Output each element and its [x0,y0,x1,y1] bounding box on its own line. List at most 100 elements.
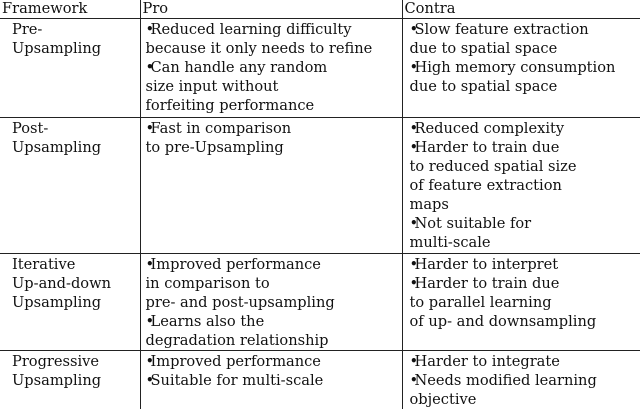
pro-text: forfeiting performance [146,97,315,114]
pro-bullet-line: •Can handle any random [141,58,402,77]
header-framework: Framework [0,0,140,19]
pro-continuation-line: pre- and post-upsampling [141,293,402,312]
contra-continuation-line: to reduced spatial size [403,157,640,176]
framework-name-line: Upsampling [0,138,140,157]
pro-bullet-line: •Fast in comparison [141,119,402,138]
contra-bullet-line: •High memory consumption [403,58,640,77]
framework-cell: Post-Upsampling [0,118,140,254]
contra-text: Harder to interpret [415,256,559,273]
contra-cell: •Harder to integrate•Needs modified lear… [402,351,640,409]
contra-continuation-line: due to spatial space [403,39,640,58]
contra-bullet-line: •Needs modified learning [403,371,640,390]
framework-name-line: Upsampling [0,293,140,312]
pro-text: pre- and post-upsampling [146,294,335,311]
contra-bullet-item: •Reduced complexity [403,119,640,138]
contra-continuation-line: maps [403,195,640,214]
framework-name-line: Post- [0,119,140,138]
contra-text: Reduced complexity [415,120,565,137]
header-row: Framework Pro Contra [0,0,640,19]
contra-continuation-line: objective [403,390,640,409]
pro-bullet-item: •Improved performance [141,352,402,371]
contra-bullet-line: •Harder to integrate [403,352,640,371]
framework-name-line: Up-and-down [0,274,140,293]
contra-text: Needs modified learning [415,372,597,389]
framework-cell: Pre-Upsampling [0,19,140,118]
contra-cell: •Harder to interpret•Harder to train due… [402,254,640,351]
pro-continuation-line: in comparison to [141,274,402,293]
pro-text: Suitable for multi-scale [151,372,324,389]
pro-text: in comparison to [146,275,270,292]
framework-name-line: Pre- [0,20,140,39]
contra-continuation-line: to parallel learning [403,293,640,312]
contra-continuation-line: of feature extraction [403,176,640,195]
header-pro: Pro [140,0,402,19]
contra-text: objective [410,391,477,408]
contra-bullet-line: •Harder to train due [403,274,640,293]
pro-text: to pre-Upsampling [146,139,284,156]
pro-text: size input without [146,78,279,95]
contra-text: multi-scale [410,234,491,251]
pro-bullet-item: •Suitable for multi-scale [141,371,402,390]
contra-continuation-line: multi-scale [403,233,640,252]
contra-text: due to spatial space [410,40,558,57]
contra-text: Slow feature extraction [415,21,589,38]
contra-text: maps [410,196,449,213]
contra-bullet-line: •Not suitable for [403,214,640,233]
pro-text: Reduced learning difficulty [151,21,352,38]
pro-bullet-line: •Learns also the [141,312,402,331]
pro-text: Learns also the [151,313,265,330]
contra-text: of up- and downsampling [410,313,597,330]
pro-text: Improved performance [151,256,321,273]
pro-bullet-line: •Improved performance [141,352,402,371]
pro-bullet-line: •Suitable for multi-scale [141,371,402,390]
framework-name-line: Upsampling [0,371,140,390]
pro-bullet-line: •Improved performance [141,255,402,274]
pro-continuation-line: forfeiting performance [141,96,402,115]
row-pre-upsampling: Pre-Upsampling•Reduced learning difficul… [0,19,640,118]
pro-bullet-line: •Reduced learning difficulty [141,20,402,39]
contra-continuation-line: due to spatial space [403,77,640,96]
contra-bullet-line: •Harder to interpret [403,255,640,274]
contra-bullet-line: •Slow feature extraction [403,20,640,39]
contra-bullet-line: •Reduced complexity [403,119,640,138]
contra-bullet-line: •Harder to train due [403,138,640,157]
pro-text: degradation relationship [146,332,329,349]
pro-continuation-line: size input without [141,77,402,96]
contra-text: of feature extraction [410,177,562,194]
framework-name-line: Iterative [0,255,140,274]
contra-bullet-item: •Harder to interpret [403,255,640,274]
pro-text: because it only needs to refine [146,40,373,57]
pro-text: Fast in comparison [151,120,292,137]
contra-text: to parallel learning [410,294,552,311]
pro-cell: •Improved performance•Suitable for multi… [140,351,402,409]
pro-text: Can handle any random [151,59,328,76]
contra-text: Not suitable for [415,215,532,232]
contra-text: Harder to train due [415,275,560,292]
contra-text: Harder to integrate [415,353,560,370]
framework-name-line: Progressive [0,352,140,371]
contra-text: due to spatial space [410,78,558,95]
framework-name-line: Upsampling [0,39,140,58]
contra-text: Harder to train due [415,139,560,156]
contra-text: High memory consumption [415,59,616,76]
